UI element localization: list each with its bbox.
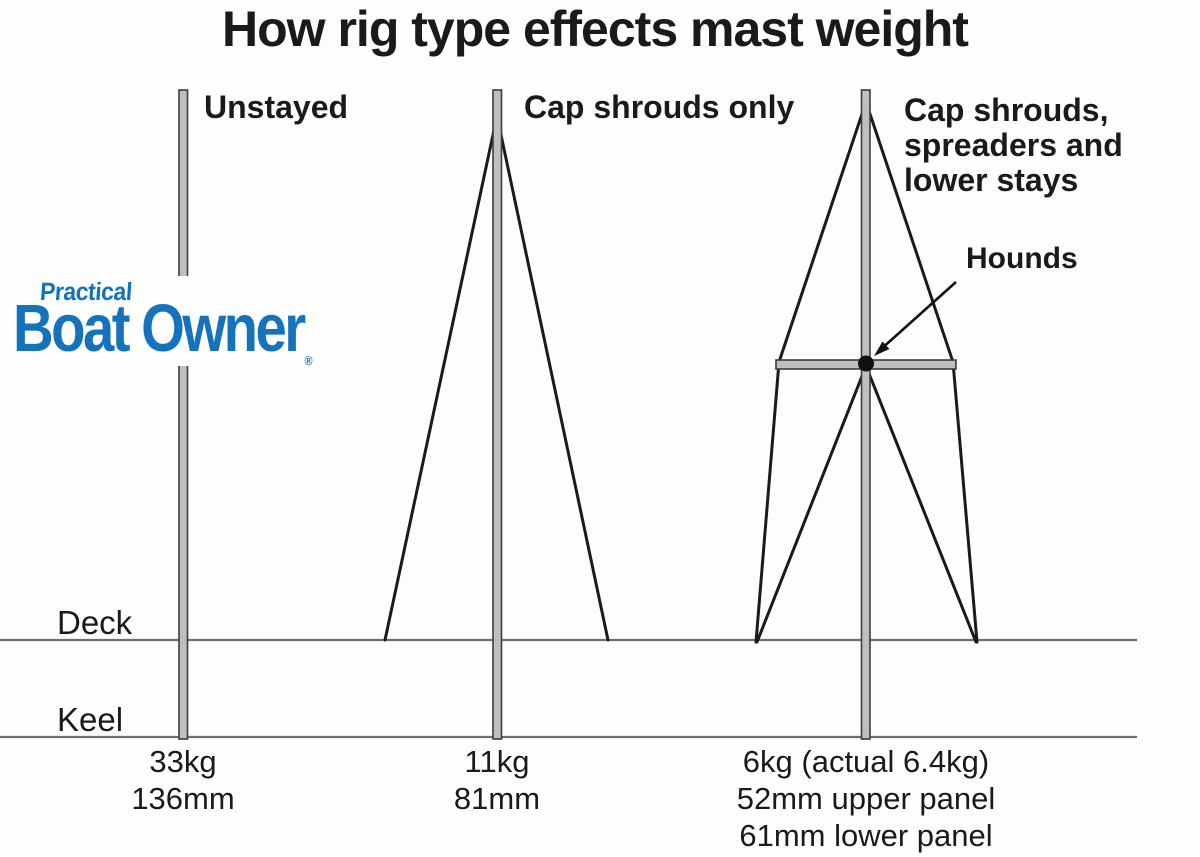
registered-trademark-symbol: ® [304,353,313,368]
hounds-dot [858,355,874,372]
stats-cap-shrouds-only: 11kg 81mm [347,743,647,817]
deck-label: Deck [57,604,133,641]
rig-label-spreader-rig: Cap shrouds, spreaders and lower stays [904,93,1174,198]
logo-main-text: Boat Owner [13,291,306,366]
diagram-title: How rig type effects mast weight [222,1,969,57]
lower-stay-left-rig3 [755,364,868,644]
stats-spreader-rig-weight: 6kg (actual 6.4kg) [742,744,990,779]
stats-spreader-rig-lower-panel: 61mm lower panel [739,818,993,853]
hounds-label: Hounds [966,242,1078,275]
rig-label-spreader-rig-line1: Cap shrouds, [904,92,1109,128]
mast-spreader-rig [860,89,871,740]
practical-boat-owner-logo: Practical Boat Owner® [10,276,377,367]
rig-label-spreader-rig-line2: spreaders and [904,127,1123,163]
cap-shroud-left-rig3 [754,100,868,644]
hounds-pointer-line [879,281,957,351]
keel-label: Keel [57,701,124,738]
rig-label-cap-shrouds-only: Cap shrouds only [524,89,795,125]
stats-cap-shrouds-weight: 11kg [464,744,530,779]
stats-unstayed-weight: 33kg [149,744,217,779]
logo-word-boat-owner: Boat Owner® [13,295,313,367]
stats-spreader-rig: 6kg (actual 6.4kg) 52mm upper panel 61mm… [691,743,1041,854]
rig-label-spreader-rig-line3: lower stays [904,162,1079,198]
rig-label-unstayed: Unstayed [204,89,349,125]
stats-unstayed-section: 136mm [131,781,235,816]
cap-shroud-right-rig2 [495,114,610,642]
mast-unstayed [178,89,189,740]
lower-stay-right-rig3 [864,364,978,644]
stats-unstayed: 33kg 136mm [33,743,333,817]
stats-cap-shrouds-section: 81mm [453,781,541,816]
hounds-pointer-arrowhead [874,341,890,356]
cap-shroud-left-rig2 [383,114,499,642]
mast-cap-shrouds [492,89,503,740]
stats-spreader-rig-upper-panel: 52mm upper panel [736,781,996,816]
